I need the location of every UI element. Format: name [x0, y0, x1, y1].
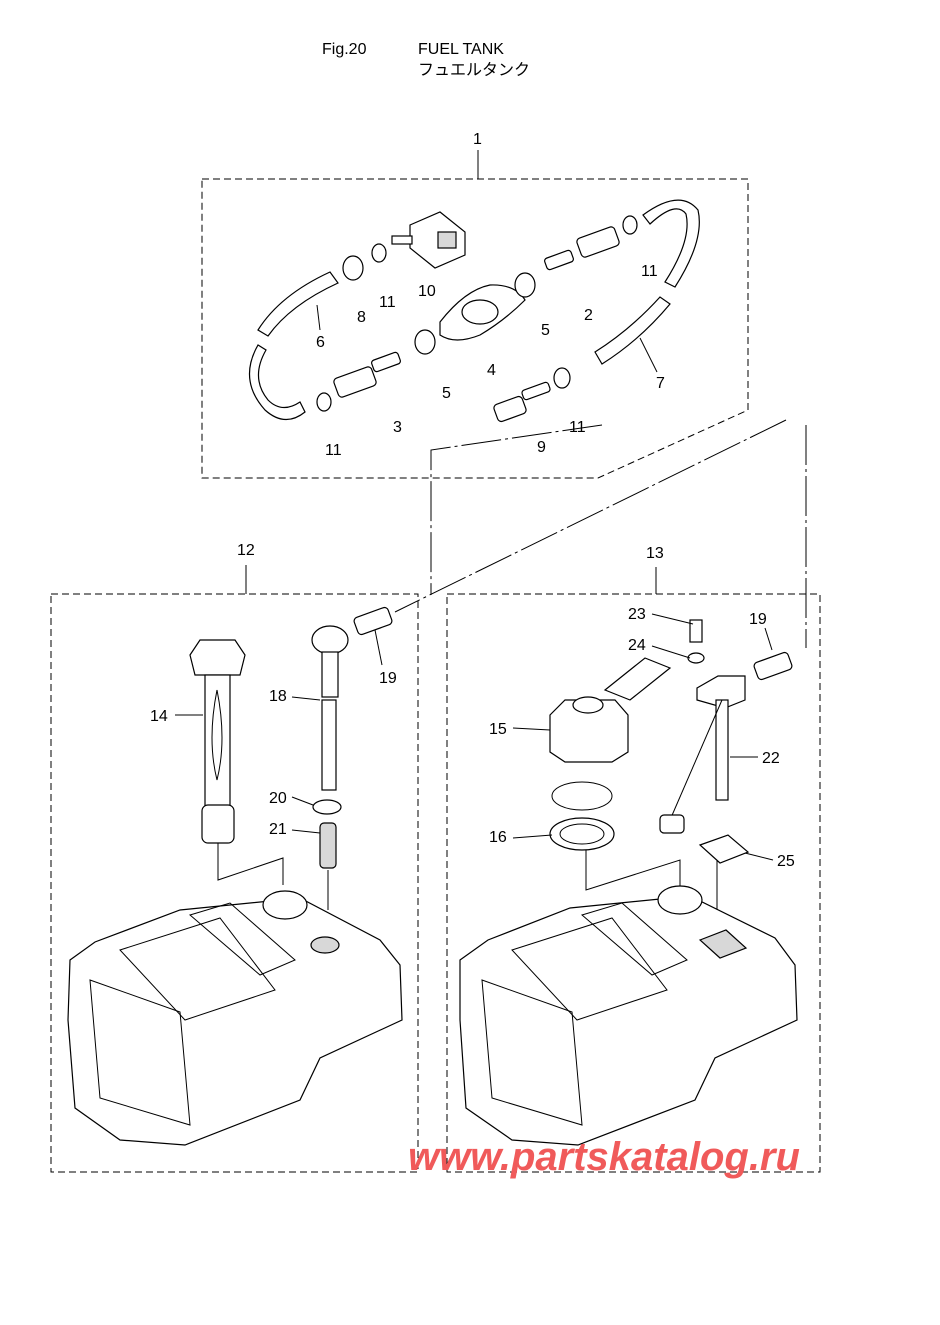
leader-lines [175, 150, 774, 861]
connector-19-left [353, 606, 393, 636]
callout-5b: 5 [442, 385, 451, 402]
primer-bulb-4 [439, 284, 526, 341]
callout-11b: 11 [641, 263, 658, 280]
fuel-hose-7 [594, 199, 700, 365]
figure-title: FUEL TANK [418, 41, 504, 58]
callout-14: 14 [150, 708, 168, 725]
callout-11c: 11 [569, 419, 586, 436]
connector-19-right [753, 651, 793, 681]
fuel-outlet-18 [311, 625, 349, 791]
figure-title-japanese: フュエルタンク [418, 62, 531, 79]
callout-8: 8 [357, 309, 366, 326]
gasket-25 [698, 834, 750, 864]
callout-13: 13 [646, 545, 664, 562]
watermark: www.partskatalog.ru [408, 1135, 800, 1179]
callout-10: 10 [418, 283, 436, 300]
callout-19b: 19 [749, 611, 767, 628]
o-ring-20 [312, 799, 342, 815]
filter-21 [319, 822, 337, 869]
callout-4: 4 [487, 362, 496, 379]
callout-7: 7 [656, 375, 665, 392]
callout-15: 15 [489, 721, 507, 738]
callout-6: 6 [316, 334, 325, 351]
group-box-12 [50, 593, 419, 1173]
callout-1: 1 [473, 131, 482, 148]
connector-10 [391, 211, 466, 269]
callout-2: 2 [584, 307, 593, 324]
figure-number: Fig.20 [322, 41, 367, 58]
clamps-and-rings [316, 215, 638, 412]
callout-23: 23 [628, 606, 646, 623]
callout-11d: 11 [325, 442, 342, 459]
callout-3: 3 [393, 419, 402, 436]
joint-3 [333, 351, 401, 398]
callout-11a: 11 [379, 294, 396, 311]
fuel-tank-right [459, 885, 798, 1146]
callout-18: 18 [269, 688, 287, 705]
callout-12: 12 [237, 542, 255, 559]
screw-23-washer-24 [603, 619, 705, 701]
callout-9: 9 [537, 439, 546, 456]
cap-ring-16 [549, 817, 615, 851]
callout-19a: 19 [379, 670, 397, 687]
callout-20: 20 [269, 790, 287, 807]
callout-21: 21 [269, 821, 287, 838]
fuel-gauge-14 [189, 639, 246, 844]
fuel-hose-6 [248, 271, 339, 421]
fuel-cap-15 [549, 696, 629, 811]
group-box-13 [446, 593, 821, 1173]
callout-5a: 5 [541, 322, 550, 339]
fuel-gauge-22 [659, 675, 746, 834]
callout-16: 16 [489, 829, 507, 846]
callout-24: 24 [628, 637, 646, 654]
joint-2 [544, 226, 620, 271]
group-box-1 [201, 178, 749, 479]
fuel-tank-left [67, 890, 403, 1146]
callout-22: 22 [762, 750, 780, 767]
callout-25: 25 [777, 853, 795, 870]
joint-9 [493, 381, 551, 423]
